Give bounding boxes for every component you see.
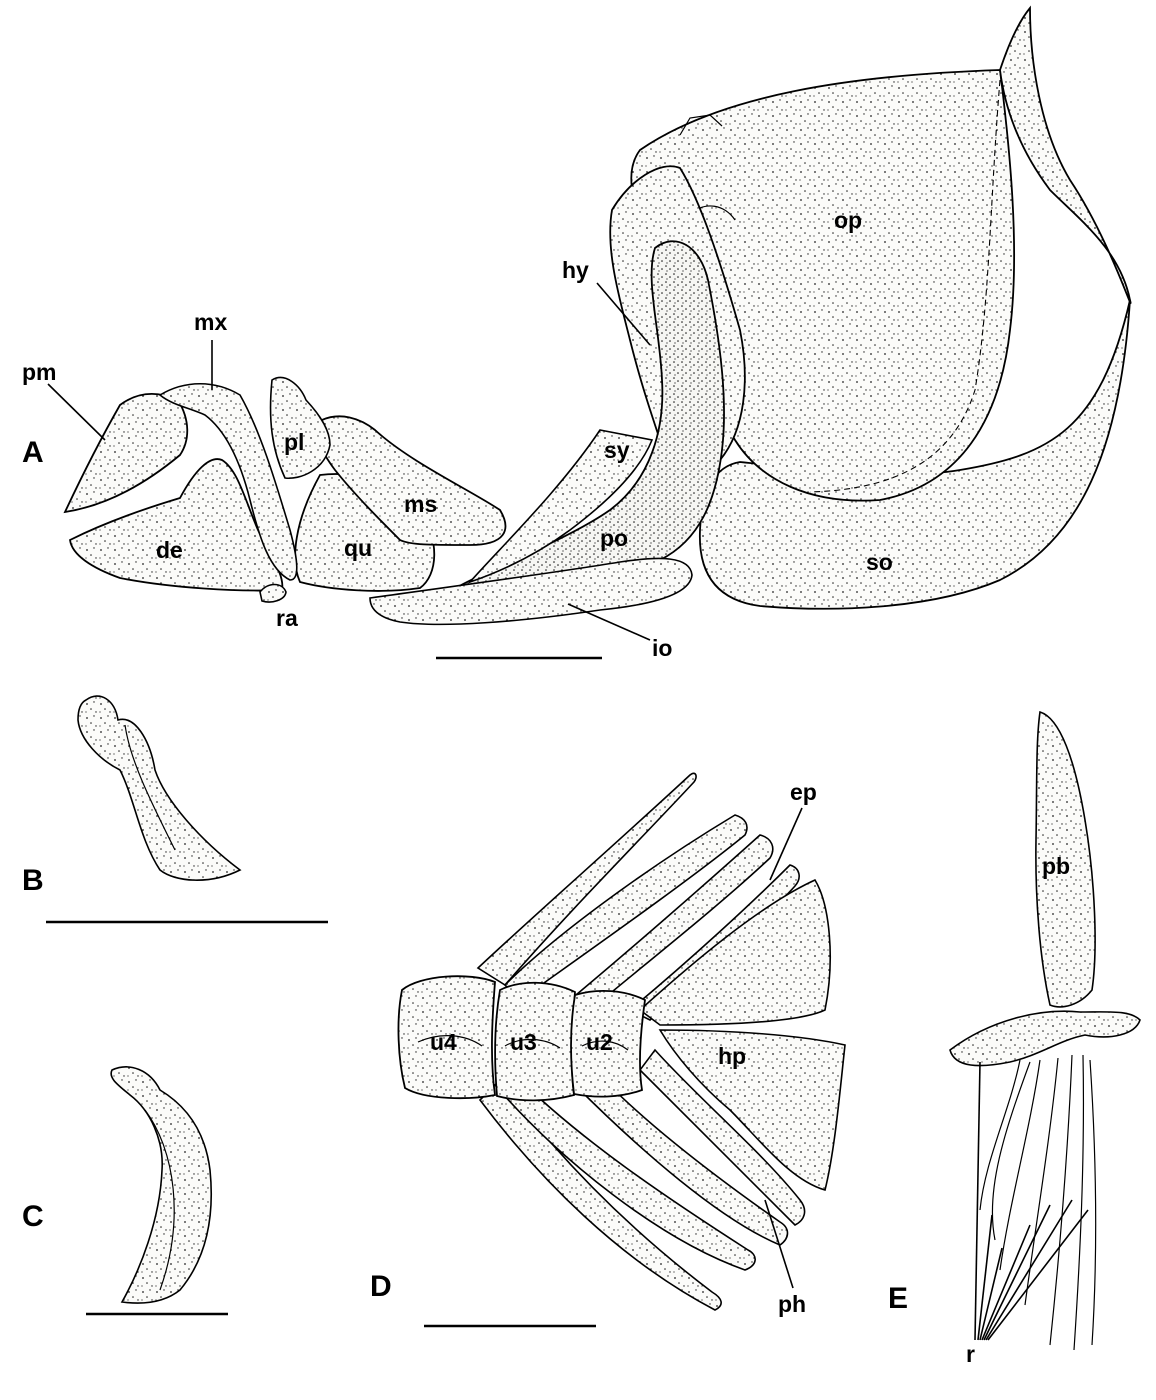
label-pm: pm bbox=[22, 359, 57, 385]
panel-letter-e: E bbox=[888, 1282, 908, 1315]
label-u2: u2 bbox=[586, 1029, 613, 1055]
u3-mark bbox=[504, 1038, 561, 1049]
panel-letter-c: C bbox=[22, 1200, 44, 1233]
leader-r-3 bbox=[979, 1247, 1003, 1341]
label-hp: hp bbox=[718, 1043, 746, 1069]
ray-6 bbox=[1089, 1059, 1097, 1346]
ray-4 bbox=[1049, 1054, 1073, 1346]
panel-a: A op hy mx pm pl sy ms de qu po so ra io bbox=[22, 5, 1132, 661]
label-u4: u4 bbox=[430, 1029, 457, 1055]
bone-d-radial-2 bbox=[568, 834, 774, 1011]
opercle-inner-dashed bbox=[809, 79, 1001, 493]
bone-metapterygoid bbox=[316, 415, 507, 546]
ray-7 bbox=[991, 1061, 1031, 1241]
leader-r-2 bbox=[977, 1214, 993, 1341]
opercle-knob bbox=[679, 114, 723, 136]
bone-e-pb bbox=[1035, 710, 1096, 1008]
bone-premaxilla bbox=[63, 392, 189, 514]
label-de: de bbox=[156, 537, 183, 563]
leader-r-6 bbox=[985, 1199, 1073, 1341]
ray-1 bbox=[979, 1059, 1021, 1211]
leader-ph bbox=[764, 1199, 794, 1289]
u4-mark bbox=[417, 1035, 483, 1047]
bone-d-centrum-u2 bbox=[570, 990, 646, 1098]
opercular-spine bbox=[999, 5, 1132, 304]
label-sy: sy bbox=[604, 437, 630, 463]
panel-c: C bbox=[22, 1066, 228, 1316]
panel-letter-a: A bbox=[22, 436, 44, 469]
panel-e: pb E r bbox=[888, 710, 1141, 1367]
bone-palatine bbox=[269, 376, 331, 480]
ray-5 bbox=[1073, 1054, 1085, 1351]
ray-3 bbox=[1024, 1057, 1059, 1306]
bone-d-lower-radial-1 bbox=[573, 1063, 789, 1246]
label-mx: mx bbox=[194, 309, 227, 335]
label-hy: hy bbox=[562, 257, 589, 283]
leader-r-5 bbox=[983, 1204, 1051, 1341]
label-ep: ep bbox=[790, 779, 817, 805]
leader-r-1 bbox=[974, 1061, 981, 1341]
bone-d-parhypural bbox=[638, 1048, 806, 1226]
bone-c-element bbox=[110, 1066, 213, 1304]
bone-symplectic bbox=[467, 429, 654, 584]
leader-r-7 bbox=[987, 1209, 1089, 1341]
bone-d-centrum-u3 bbox=[494, 981, 576, 1102]
panel-d: ep u4 u3 u2 hp ph D bbox=[370, 772, 846, 1328]
bone-b-element bbox=[77, 695, 242, 881]
bone-maxilla bbox=[158, 382, 298, 581]
label-po: po bbox=[600, 525, 628, 551]
bone-d-lower-hypural bbox=[658, 1029, 846, 1191]
b-ridge bbox=[124, 724, 176, 851]
bone-e-girdle bbox=[949, 1010, 1141, 1067]
label-ms: ms bbox=[404, 491, 437, 517]
label-so: so bbox=[866, 549, 893, 575]
label-pb: pb bbox=[1042, 853, 1070, 879]
label-op: op bbox=[834, 207, 862, 233]
bone-infraorbital bbox=[369, 557, 693, 626]
label-r: r bbox=[966, 1341, 975, 1367]
leader-pm bbox=[47, 383, 106, 441]
ray-2 bbox=[999, 1059, 1041, 1271]
leader-r-4 bbox=[981, 1224, 1031, 1341]
bone-retroarticular bbox=[259, 583, 287, 603]
leader-ep bbox=[769, 807, 803, 881]
panel-b: B bbox=[22, 695, 328, 924]
bone-d-lower-spine bbox=[478, 1078, 722, 1311]
label-io: io bbox=[652, 635, 672, 661]
bone-d-upper-hypural bbox=[638, 878, 831, 1026]
label-qu: qu bbox=[344, 535, 372, 561]
u2-mark bbox=[581, 1040, 629, 1051]
label-u3: u3 bbox=[510, 1029, 537, 1055]
bone-d-centrum-u4 bbox=[397, 975, 497, 1100]
panel-letter-b: B bbox=[22, 864, 44, 897]
bone-suboperculum bbox=[699, 299, 1131, 610]
panel-letter-d: D bbox=[370, 1270, 392, 1303]
bone-d-radial-1 bbox=[503, 814, 748, 1002]
label-ph: ph bbox=[778, 1291, 806, 1317]
label-ra: ra bbox=[276, 605, 298, 631]
c-ridge bbox=[144, 1109, 175, 1291]
leader-io bbox=[567, 603, 651, 641]
bone-d-lower-radial-2 bbox=[493, 1074, 756, 1271]
bone-d-upper-spine bbox=[476, 772, 697, 987]
leader-hy bbox=[596, 282, 651, 346]
label-pl: pl bbox=[284, 429, 304, 455]
